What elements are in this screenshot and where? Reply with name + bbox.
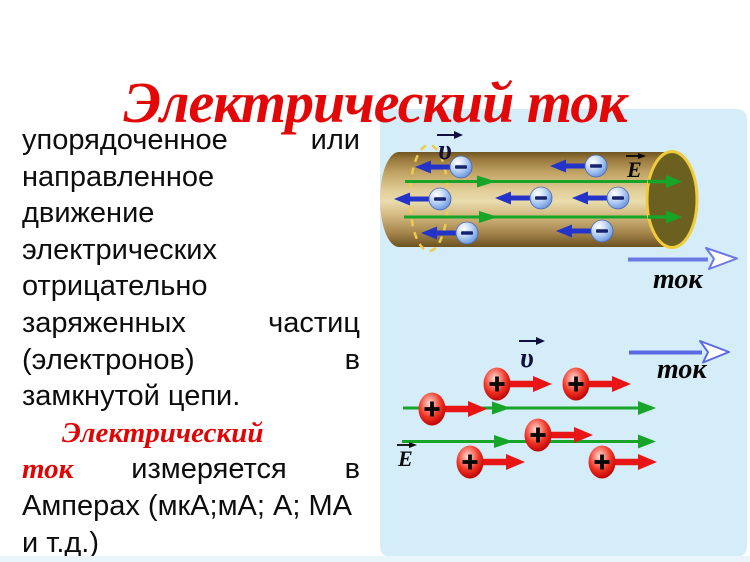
electron	[572, 186, 630, 210]
definition-line: электрических	[22, 233, 217, 266]
vector-arrow-icon	[536, 337, 545, 345]
positive-charge	[524, 418, 593, 452]
minus-icon	[596, 229, 608, 233]
term-current-word: ток	[22, 453, 74, 486]
plus-icon	[536, 427, 540, 443]
positive-charge	[483, 367, 552, 401]
field-lines	[404, 175, 650, 223]
charge-arrow-icon	[533, 376, 552, 392]
charge-arrow-icon	[638, 454, 657, 470]
vector-arrow-icon	[638, 153, 646, 159]
positive-charges	[418, 367, 657, 479]
definition-line: ток измеряется в	[22, 451, 360, 488]
field-vector-label: E	[626, 153, 646, 182]
definition-word: в	[344, 343, 360, 376]
charge-arrow-icon	[468, 401, 487, 417]
positive-charge	[562, 367, 631, 401]
svg-text:υ: υ	[438, 135, 452, 166]
positive-charge	[588, 445, 657, 479]
vector-arrow-icon	[454, 131, 463, 139]
plus-icon	[600, 454, 604, 470]
velocity-vector-label: υ	[437, 131, 463, 166]
vector-arrow-icon	[409, 442, 417, 448]
definition-line: заряженных частиц	[22, 305, 360, 342]
field-vector-label: E	[397, 442, 417, 471]
velocity-vector-label: υ	[519, 337, 545, 374]
minus-icon	[535, 196, 547, 200]
plus-icon	[574, 376, 578, 392]
current-arrowhead-icon	[699, 340, 730, 364]
charge-arrow-icon	[612, 376, 631, 392]
charge-arrow-icon	[574, 427, 593, 443]
definition-word: в	[344, 453, 360, 486]
plus-icon	[468, 454, 472, 470]
conductor-electron-diagram: υ E ток	[380, 131, 738, 295]
svg-text:ток: ток	[653, 264, 703, 295]
definition-line: направленное	[22, 160, 215, 193]
cylinder-right-cap	[645, 150, 699, 249]
field-line-cap-arrows	[648, 175, 682, 224]
charge-arrow-icon	[506, 454, 525, 470]
minus-icon	[461, 231, 473, 235]
electron-arrow-icon	[572, 191, 588, 205]
current-direction: ток	[628, 247, 738, 295]
term-electric-current: Электрический	[62, 416, 264, 449]
definition-line: (электронов) в	[22, 342, 360, 379]
electron	[550, 154, 608, 178]
svg-text:υ: υ	[520, 343, 534, 374]
electron	[556, 219, 614, 243]
definition-word: или	[310, 124, 360, 156]
electron	[394, 187, 452, 211]
minus-icon	[612, 196, 624, 200]
definition-line: Амперах (мкА;мА; А; МА	[22, 489, 352, 522]
definition-word: частиц	[268, 306, 360, 339]
electron-arrow-icon	[421, 226, 437, 240]
svg-text:E: E	[397, 446, 413, 471]
electrons	[394, 154, 630, 245]
definition-word: (электронов)	[22, 343, 195, 376]
minus-icon	[434, 197, 446, 201]
current-direction: ток	[629, 340, 730, 385]
page-title: Электрический ток	[123, 69, 627, 135]
positive-charges-diagram: ток υ E	[397, 337, 730, 479]
bottom-edge	[0, 556, 750, 562]
positive-charge	[418, 392, 487, 426]
definition-line: отрицательно	[22, 270, 208, 303]
definition-line: замкнутой цепи.	[22, 380, 241, 413]
current-arrowhead-icon	[705, 247, 738, 270]
electron	[415, 155, 473, 179]
plus-icon	[430, 401, 434, 417]
electron-arrow-icon	[556, 224, 572, 238]
electron-arrow-icon	[550, 159, 566, 173]
minus-icon	[455, 165, 467, 169]
definition-word: заряженных	[22, 306, 186, 339]
definition-line: движение	[22, 197, 155, 230]
electron-arrow-icon	[415, 160, 431, 174]
definition-line: упорядоченное или	[22, 122, 360, 159]
positive-charge	[456, 445, 525, 479]
electron-arrow-icon	[495, 191, 511, 205]
electron-arrow-icon	[394, 192, 410, 206]
definition-line: и т.д.)	[22, 526, 100, 559]
plus-icon	[495, 376, 499, 392]
electron	[495, 186, 553, 210]
definition-word: измеряется	[131, 453, 287, 486]
definition-text: упорядоченное или направленное движение …	[22, 122, 360, 561]
electron	[421, 221, 479, 245]
svg-text:E: E	[626, 157, 642, 182]
minus-icon	[590, 164, 602, 168]
definition-word: упорядоченное	[22, 124, 228, 156]
svg-text:ток: ток	[657, 354, 707, 385]
